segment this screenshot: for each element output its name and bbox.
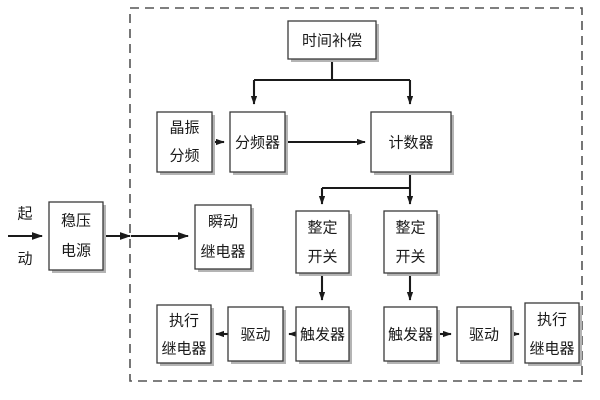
start-signal-label-line1: 起 bbox=[17, 205, 32, 223]
node-label-frequency-divider: 分频器 bbox=[235, 134, 280, 152]
node-trigger-right[interactable]: 触发器 bbox=[383, 306, 440, 364]
node-label-trigger-right: 触发器 bbox=[388, 326, 433, 344]
node-label-voltage-regulator-line1: 稳压 bbox=[61, 212, 91, 230]
node-label-setting-switch-left-line2: 开关 bbox=[307, 248, 337, 266]
dashed-enclosure-frame bbox=[129, 7, 583, 382]
node-label-trigger-left: 触发器 bbox=[300, 326, 345, 344]
node-label-time-compensation: 时间补偿 bbox=[302, 32, 362, 50]
node-label-actuator-relay-left-line2: 继电器 bbox=[161, 340, 206, 358]
node-crystal-divider[interactable]: 晶振 分频 bbox=[156, 111, 215, 175]
node-actuator-relay-left[interactable]: 执行 继电器 bbox=[156, 304, 214, 366]
node-label-driver-left: 驱动 bbox=[240, 326, 270, 344]
node-actuator-relay-right[interactable]: 执行 继电器 bbox=[524, 302, 582, 366]
node-setting-switch-right[interactable]: 整定 开关 bbox=[383, 210, 440, 276]
node-instant-relay[interactable]: 瞬动 继电器 bbox=[194, 204, 254, 272]
node-label-setting-switch-right-line1: 整定 bbox=[395, 219, 425, 237]
node-time-compensation[interactable]: 时间补偿 bbox=[287, 20, 379, 62]
node-label-voltage-regulator-line2: 电源 bbox=[61, 242, 91, 260]
node-label-actuator-relay-right-line1: 执行 bbox=[537, 311, 567, 329]
node-label-setting-switch-left-line1: 整定 bbox=[307, 219, 337, 237]
node-label-setting-switch-right-line2: 开关 bbox=[395, 248, 425, 266]
start-signal-label-line2: 动 bbox=[17, 250, 32, 268]
node-frequency-divider[interactable]: 分频器 bbox=[229, 111, 288, 175]
node-label-actuator-relay-left-line1: 执行 bbox=[169, 312, 199, 330]
node-driver-right[interactable]: 驱动 bbox=[456, 306, 514, 364]
node-setting-switch-left[interactable]: 整定 开关 bbox=[295, 210, 352, 276]
node-label-instant-relay-line1: 瞬动 bbox=[208, 213, 238, 231]
node-label-instant-relay-line2: 继电器 bbox=[200, 243, 245, 261]
node-trigger-left[interactable]: 触发器 bbox=[295, 306, 352, 364]
node-label-counter: 计数器 bbox=[388, 134, 433, 152]
node-label-actuator-relay-right-line2: 继电器 bbox=[529, 340, 574, 358]
node-voltage-regulator[interactable]: 稳压 电源 bbox=[48, 201, 106, 273]
node-label-driver-right: 驱动 bbox=[469, 326, 499, 344]
node-label-crystal-divider-line2: 分频 bbox=[169, 147, 199, 165]
node-driver-left[interactable]: 驱动 bbox=[227, 306, 286, 364]
node-label-crystal-divider-line1: 晶振 bbox=[169, 119, 199, 137]
node-counter[interactable]: 计数器 bbox=[370, 111, 454, 175]
